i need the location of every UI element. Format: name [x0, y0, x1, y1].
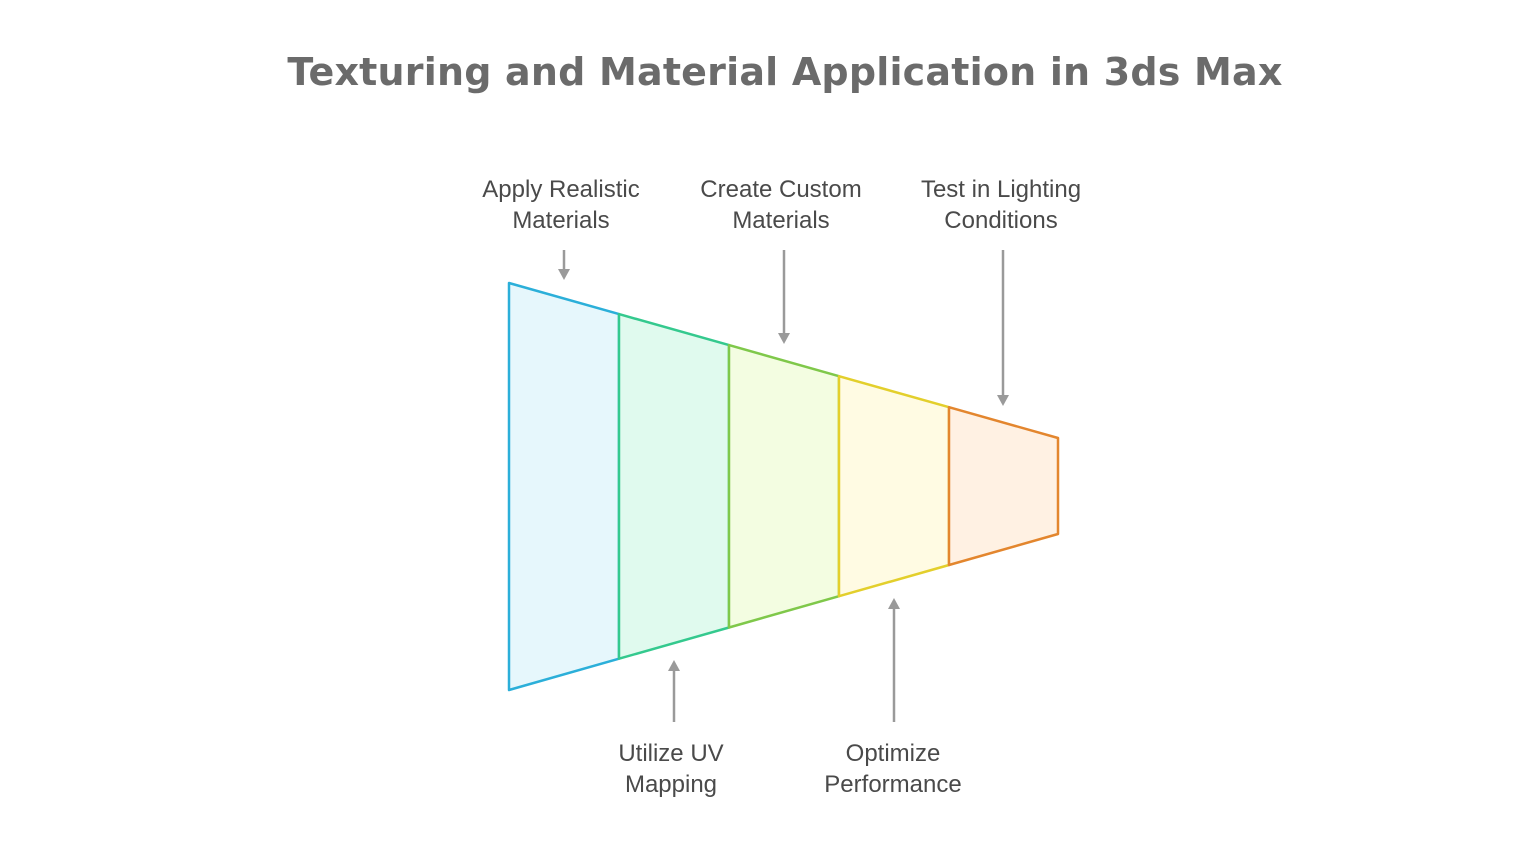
arrow-optimize-performance — [888, 598, 900, 722]
segment-apply-realistic-materials — [507, 281, 621, 692]
arrow-test-in-lighting-conditions — [997, 250, 1009, 406]
segment-utilize-uv-mapping — [617, 312, 731, 660]
diagram-title: Texturing and Material Application in 3d… — [287, 50, 1283, 94]
segment-optimize-performance — [837, 374, 951, 598]
arrow-apply-realistic-materials — [558, 250, 570, 280]
segment-create-custom-materials — [727, 343, 841, 629]
segment-test-in-lighting-conditions — [947, 405, 1060, 567]
arrow-create-custom-materials — [778, 250, 790, 344]
arrow-utilize-uv-mapping — [668, 660, 680, 722]
